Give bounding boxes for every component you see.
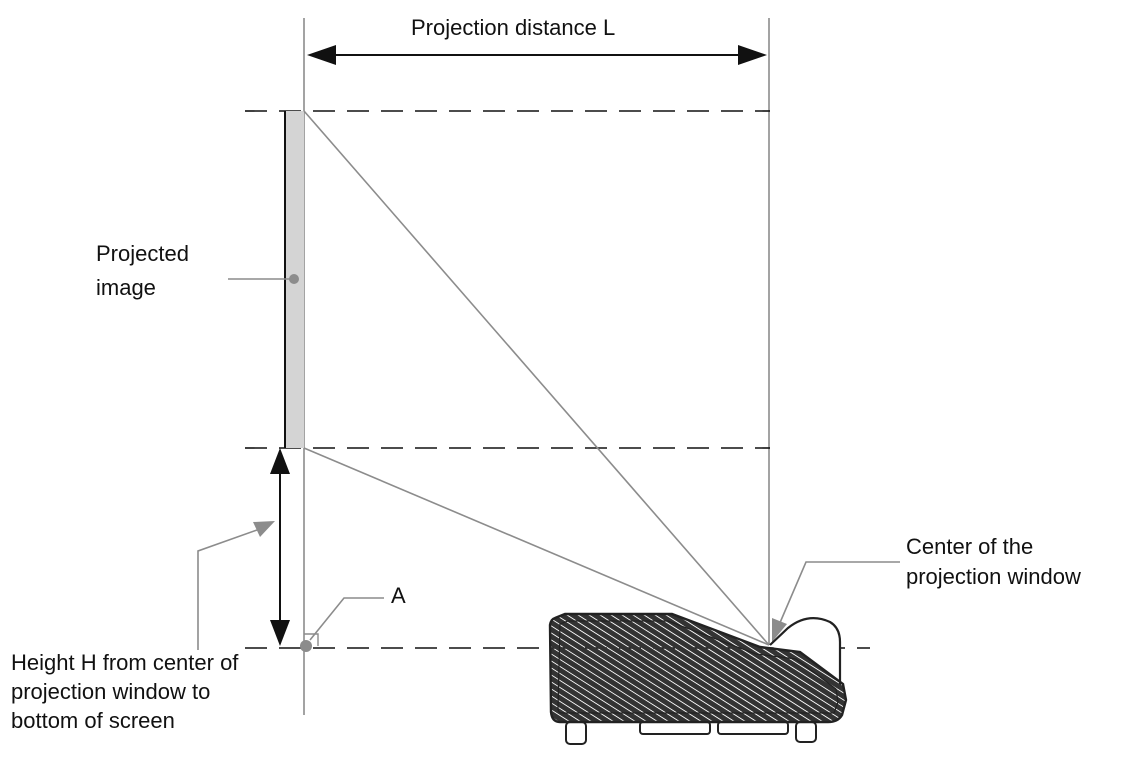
point-a-leader (309, 597, 384, 641)
distance-arrowhead-left (307, 45, 336, 65)
center-window-label-line2: projection window (906, 564, 1081, 589)
height-h-label-line2: projection window to (11, 679, 210, 704)
height-h-label-line3: bottom of screen (11, 708, 175, 733)
distance-arrowhead-right (738, 45, 767, 65)
height-h-leader (197, 521, 275, 650)
projection-distance-label: Projection distance L (411, 15, 615, 40)
projector-body-inner-outline (557, 620, 839, 714)
projector-feet (565, 721, 817, 745)
dashed-guides (245, 110, 870, 649)
beam-top-line (303, 110, 770, 646)
projected-image-screen (228, 111, 304, 448)
projected-image-label: Projected image (96, 241, 195, 300)
height-h-arrow (270, 448, 290, 646)
projected-image-label-line1: Projected (96, 241, 189, 266)
projection-distance-arrow (307, 45, 767, 65)
point-a-label: A (391, 583, 406, 608)
projector-hatching (550, 614, 846, 722)
screen-center-dot (289, 274, 299, 284)
projection-beam (303, 110, 770, 646)
height-arrowhead-top (270, 448, 290, 474)
projected-image-label-line2: image (96, 275, 156, 300)
center-window-label: Center of the projection window (906, 534, 1081, 589)
center-window-leader (772, 561, 900, 642)
projector (548, 612, 848, 745)
height-arrowhead-bottom (270, 620, 290, 646)
height-h-label-line1: Height H from center of (11, 650, 239, 675)
vertical-reference-lines (303, 18, 770, 715)
point-a-dot (300, 640, 312, 652)
projector-body-outline (548, 612, 848, 724)
height-h-label: Height H from center of projection windo… (11, 650, 245, 733)
center-window-label-line1: Center of the (906, 534, 1033, 559)
point-a-marker (300, 597, 384, 652)
beam-bottom-line (303, 447, 770, 646)
